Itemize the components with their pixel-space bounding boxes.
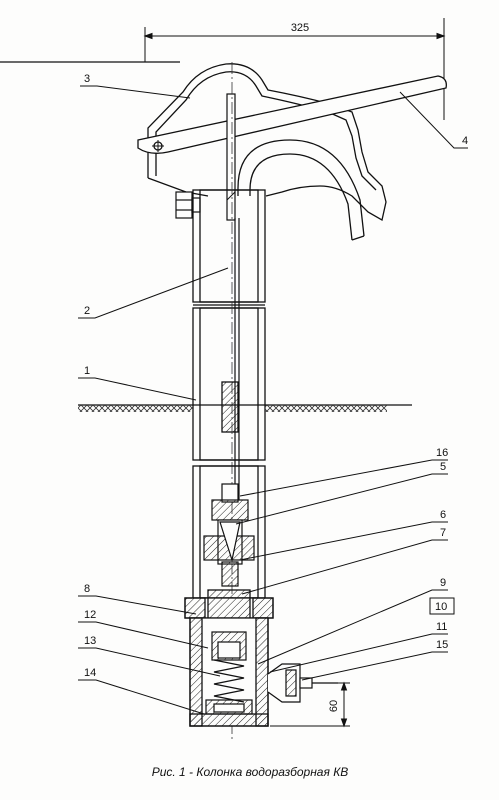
top-dimension-label: 325: [291, 22, 309, 34]
callout-16: 16: [436, 447, 448, 459]
callout-labels: 3 4 2 1 16 5 6 7 8 9 10 12 11 13 15 14: [84, 73, 468, 679]
right-dimension: [270, 681, 350, 728]
callout-9: 9: [440, 577, 446, 589]
callout-3: 3: [84, 73, 90, 85]
upper-pipe: [192, 189, 266, 306]
leader-lines: [78, 85, 468, 715]
spout: [237, 139, 365, 241]
figure-caption: Рис. 1 - Колонка водоразборная КВ: [152, 765, 349, 779]
callout-11: 11: [436, 621, 447, 633]
callout-2: 2: [84, 305, 90, 317]
callout-12: 12: [84, 609, 96, 621]
pump-rod: [226, 93, 240, 500]
check-valve: [205, 631, 253, 715]
middle-pipe: [192, 307, 266, 461]
callout-10-box: [429, 597, 455, 615]
side-outlet: [267, 663, 338, 703]
callout-4: 4: [462, 135, 468, 147]
callout-14: 14: [84, 667, 96, 679]
right-dimension-label: 60: [328, 700, 340, 712]
ground-line: [78, 404, 412, 412]
upper-bolt: [175, 191, 201, 219]
callout-13: 13: [84, 635, 96, 647]
valve-body: [184, 589, 274, 727]
callout-8: 8: [84, 583, 90, 595]
callout-6: 6: [440, 509, 446, 521]
plunger-assembly: [203, 483, 255, 587]
callout-1: 1: [84, 365, 90, 377]
callout-15: 15: [436, 639, 448, 651]
callout-10: 10: [435, 601, 447, 613]
callout-5: 5: [440, 461, 446, 473]
top-dimension: [143, 18, 446, 120]
callout-7: 7: [440, 527, 446, 539]
lever-handle: [137, 75, 447, 154]
